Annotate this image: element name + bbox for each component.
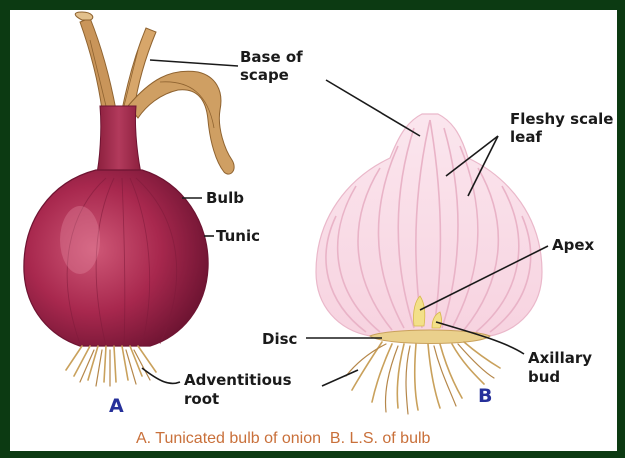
adventitious-roots-b <box>346 342 500 414</box>
part-letter-b: B <box>478 385 492 407</box>
scape-fibers <box>75 12 234 174</box>
onion-longitudinal-section <box>316 114 542 414</box>
label-fleshy-scale-leaf-line2: leaf <box>510 128 542 146</box>
onion-bulb-diagram: Base of scape Bulb Tunic Adventitious ro… <box>10 10 617 451</box>
label-disc: Disc <box>262 330 297 348</box>
onion-neck <box>96 106 142 178</box>
figure-panel: Base of scape Bulb Tunic Adventitious ro… <box>10 10 617 451</box>
label-axillary-bud-line1: Axillary <box>528 349 592 367</box>
onion-bulb-body <box>24 170 208 346</box>
onion-whole-bulb <box>24 12 234 386</box>
figure-caption: A. Tunicated bulb of onion B. L.S. of bu… <box>136 430 431 447</box>
label-fleshy-scale-leaf-line1: Fleshy scale <box>510 110 613 128</box>
section-outline <box>316 114 542 336</box>
label-base-of-scape-line1: Base of <box>240 48 303 66</box>
label-base-of-scape-line2: scape <box>240 66 289 84</box>
label-adventitious-root-line1: Adventitious <box>184 371 292 389</box>
label-tunic: Tunic <box>216 227 260 245</box>
part-letter-a: A <box>109 395 124 417</box>
label-bulb: Bulb <box>206 189 244 207</box>
label-adventitious-root-line2: root <box>184 390 219 408</box>
label-axillary-bud-line2: bud <box>528 368 560 386</box>
adventitious-roots-a <box>66 346 156 386</box>
label-apex: Apex <box>552 236 595 254</box>
